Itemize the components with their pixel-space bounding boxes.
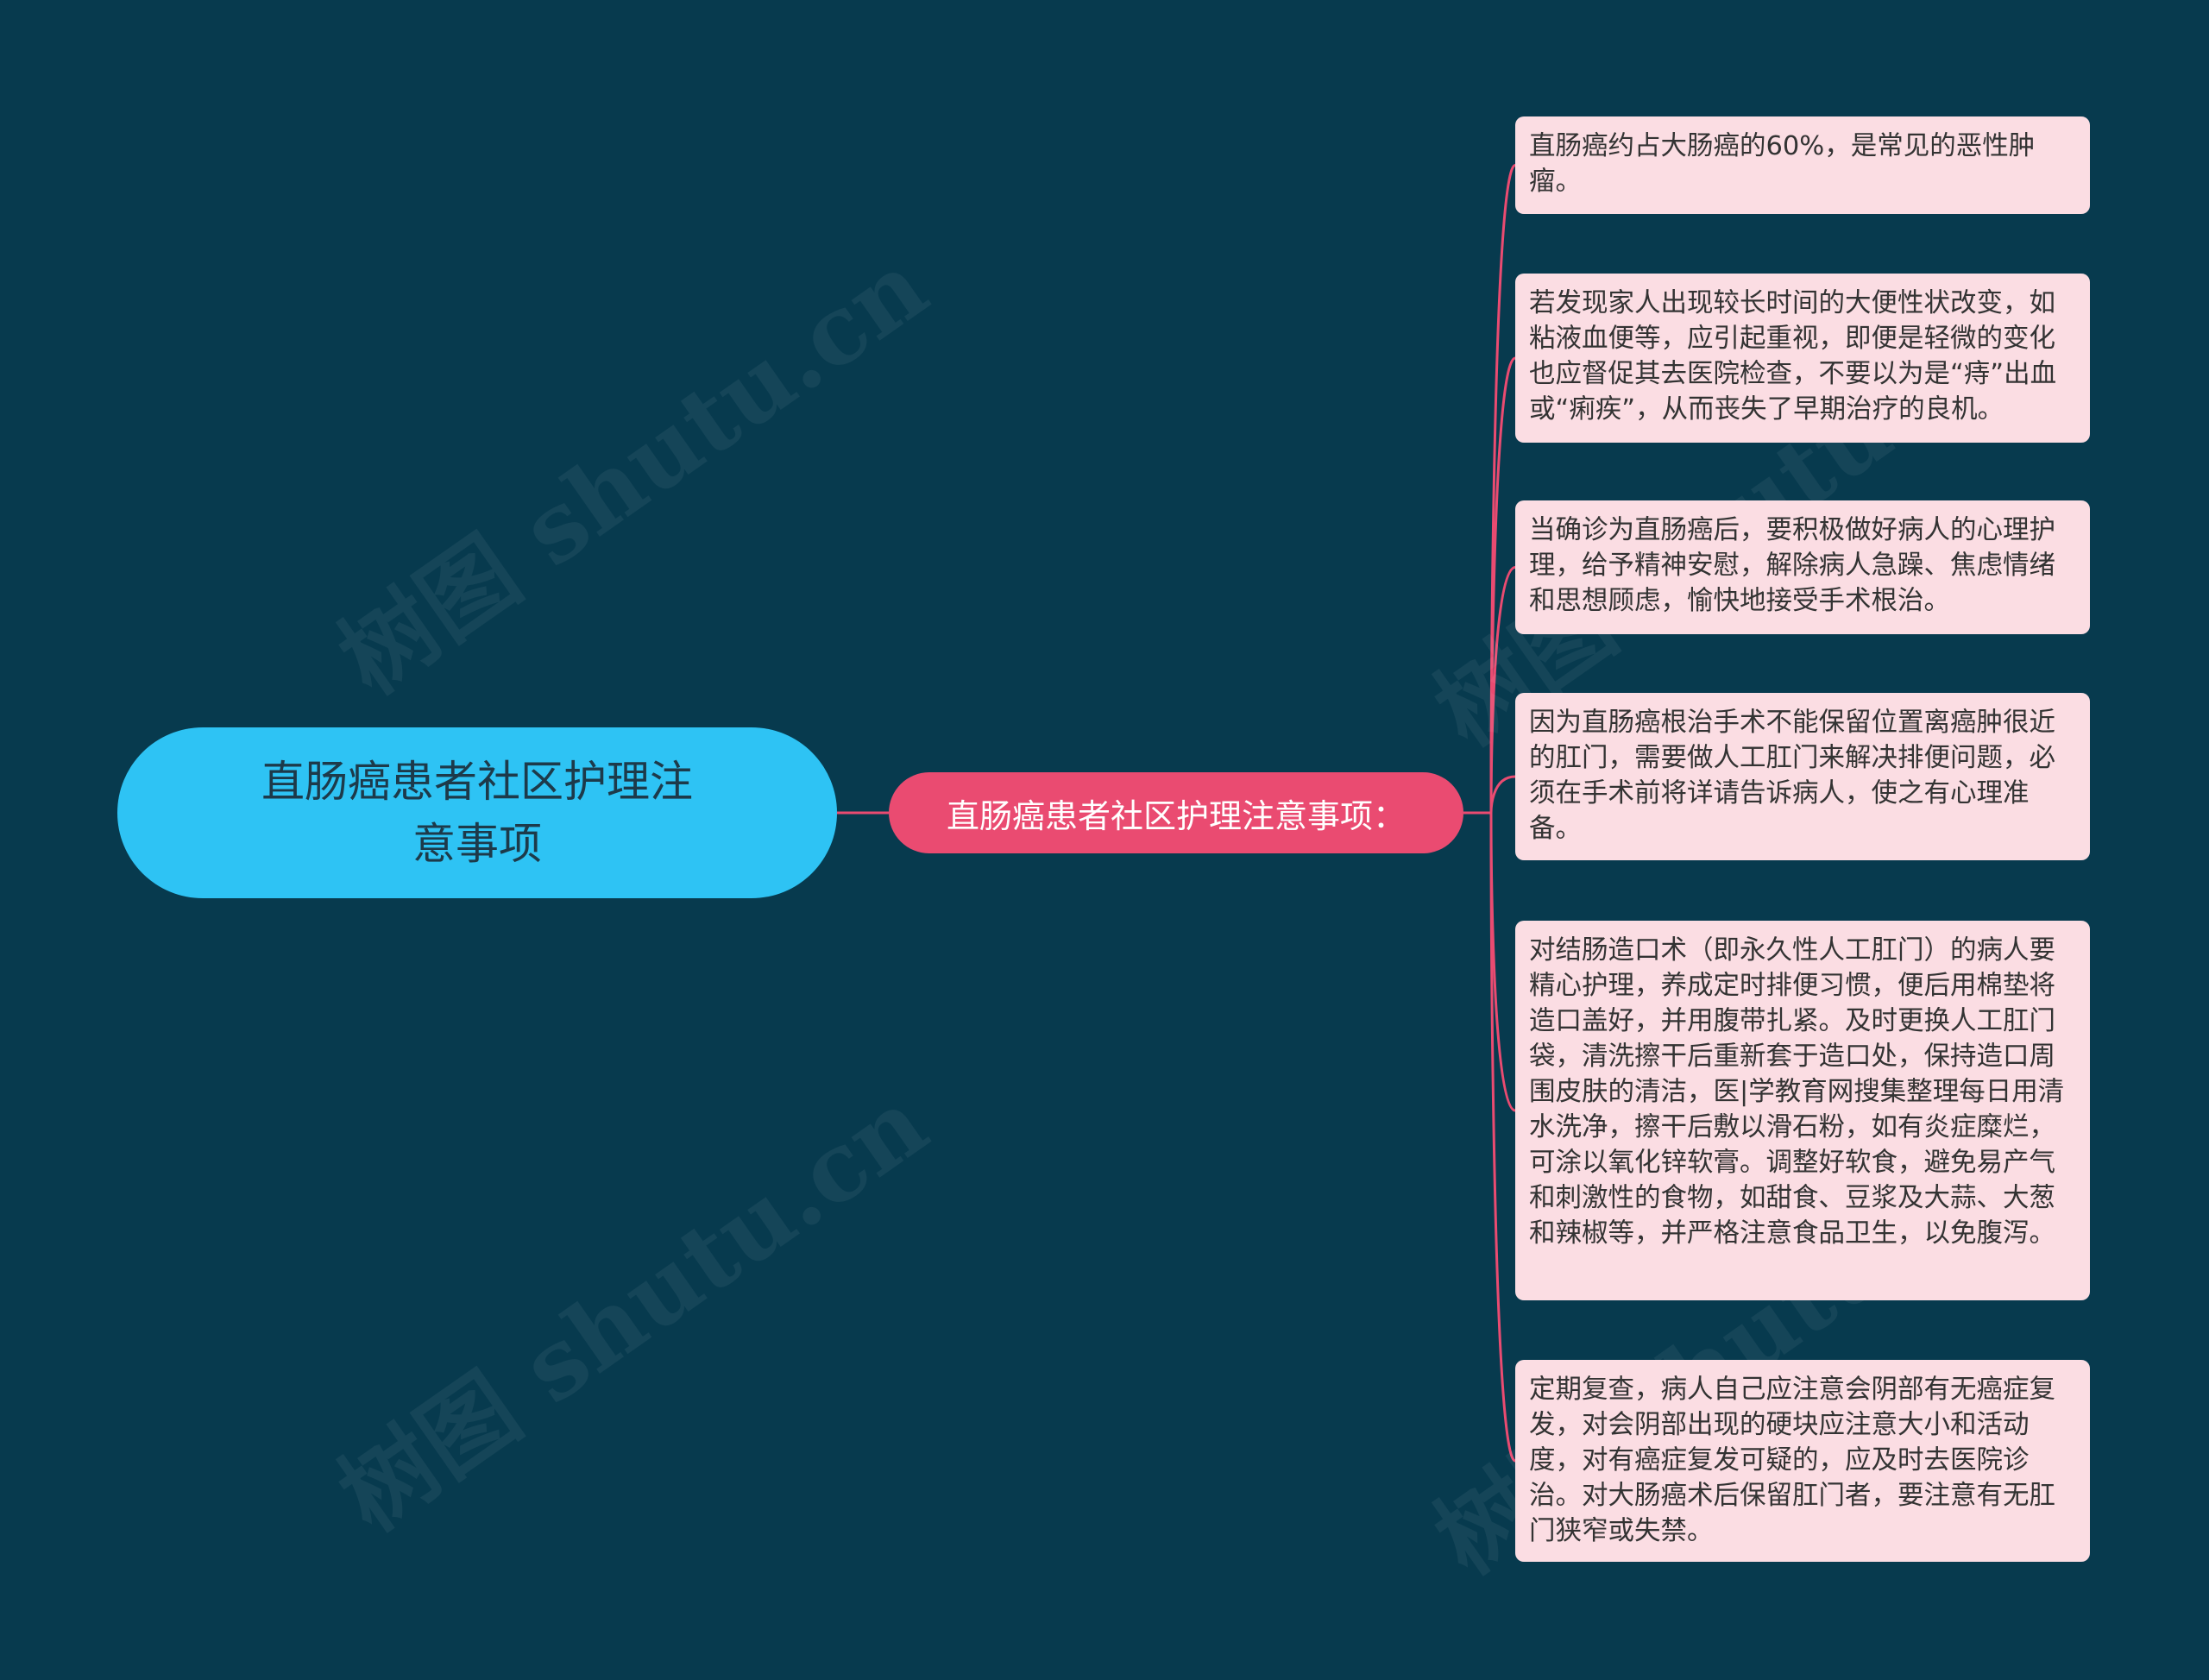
leaf-connector-4 (1489, 775, 1516, 814)
leaf-node-1[interactable]: 直肠癌约占大肠癌的60%，是常见的恶性肿瘤。 (1515, 116, 2090, 214)
branch-topic-label: 直肠癌患者社区护理注意事项： (946, 796, 1406, 835)
leaf-text: 对结肠造口术（即永久性人工肛门）的病人要精心护理，养成定时排便习惯，便后用棉垫将… (1529, 935, 2065, 1249)
leaf-connector-1 (1489, 164, 1517, 814)
leaf-text: 因为直肠癌根治手术不能保留位置离癌肿很近的肛门，需要做人工肛门来解决排便问题，必… (1529, 708, 2055, 844)
leaf-node-6[interactable]: 定期复查，病人自己应注意会阴部有无癌症复发，对会阴部出现的硬块应注意大小和活动度… (1515, 1360, 2090, 1562)
leaf-node-2[interactable]: 若发现家人出现较长时间的大便性状改变，如粘液血便等，应引起重视，即便是轻微的变化… (1515, 274, 2090, 443)
leaf-node-5[interactable]: 对结肠造口术（即永久性人工肛门）的病人要精心护理，养成定时排便习惯，便后用棉垫将… (1515, 921, 2090, 1300)
root-topic-node[interactable]: 直肠癌患者社区护理注意事项 (117, 727, 837, 898)
leaf-connector-6 (1489, 812, 1517, 1463)
leaf-text: 直肠癌约占大肠癌的60%，是常见的恶性肿瘤。 (1529, 131, 2036, 197)
leaf-connector-3 (1489, 566, 1516, 814)
leaf-node-4[interactable]: 因为直肠癌根治手术不能保留位置离癌肿很近的肛门，需要做人工肛门来解决排便问题，必… (1515, 693, 2090, 860)
leaf-text: 当确诊为直肠癌后，要积极做好病人的心理护理，给予精神安慰，解除病人急躁、焦虑情绪… (1529, 515, 2055, 616)
leaf-connector-5 (1489, 812, 1516, 1112)
leaf-node-3[interactable]: 当确诊为直肠癌后，要积极做好病人的心理护理，给予精神安慰，解除病人急躁、焦虑情绪… (1515, 500, 2090, 634)
branch-topic-node[interactable]: 直肠癌患者社区护理注意事项： (889, 772, 1463, 853)
leaf-text: 定期复查，病人自己应注意会阴部有无癌症复发，对会阴部出现的硬块应注意大小和活动度… (1529, 1375, 2055, 1546)
root-topic-label: 直肠癌患者社区护理注意事项 (261, 757, 693, 869)
leaf-text: 若发现家人出现较长时间的大便性状改变，如粘液血便等，应引起重视，即便是轻微的变化… (1529, 288, 2057, 425)
